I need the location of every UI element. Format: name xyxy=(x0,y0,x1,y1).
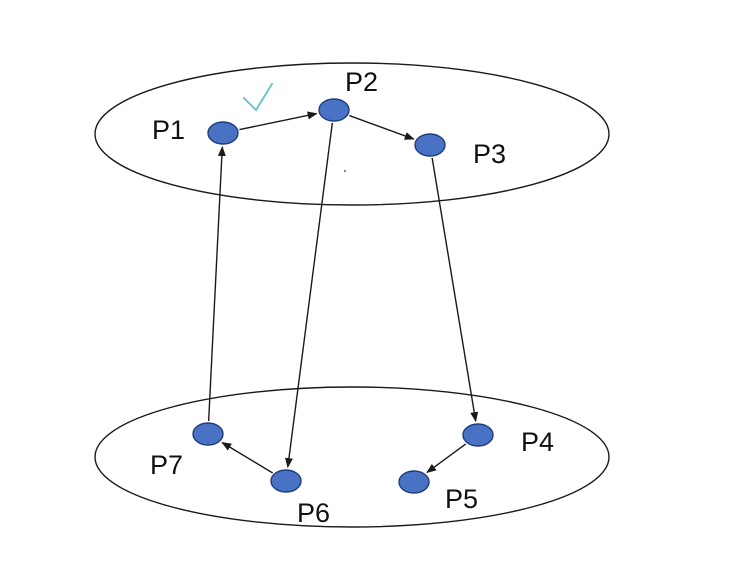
nodes-layer xyxy=(192,98,494,494)
edge-p1-p2 xyxy=(239,111,318,131)
edge-p3-p4 xyxy=(431,157,479,423)
node-label-p6: P6 xyxy=(297,498,330,528)
node-label-p5: P5 xyxy=(445,484,478,514)
node-p4 xyxy=(462,423,494,447)
node-p7 xyxy=(192,422,224,446)
node-label-p2: P2 xyxy=(345,67,378,97)
node-p3 xyxy=(414,133,446,157)
edge-p2-p3 xyxy=(349,114,415,140)
checkmark-icon xyxy=(243,83,273,111)
node-label-p7: P7 xyxy=(150,450,183,480)
node-label-p4: P4 xyxy=(521,427,554,457)
stray-dot xyxy=(343,169,347,173)
node-p1 xyxy=(207,121,239,145)
node-p2 xyxy=(318,98,350,122)
edges-layer xyxy=(207,111,479,474)
node-p6 xyxy=(270,469,302,493)
lower-set-ellipse xyxy=(94,386,610,528)
node-label-p1: P1 xyxy=(152,115,185,145)
node-label-p3: P3 xyxy=(473,139,506,169)
upper-set-ellipse xyxy=(94,62,610,206)
edge-p7-p1 xyxy=(207,145,226,422)
node-p5 xyxy=(398,470,430,494)
edge-p2-p6 xyxy=(284,122,334,469)
edge-p6-p7 xyxy=(221,441,274,474)
edge-p4-p5 xyxy=(426,443,467,474)
